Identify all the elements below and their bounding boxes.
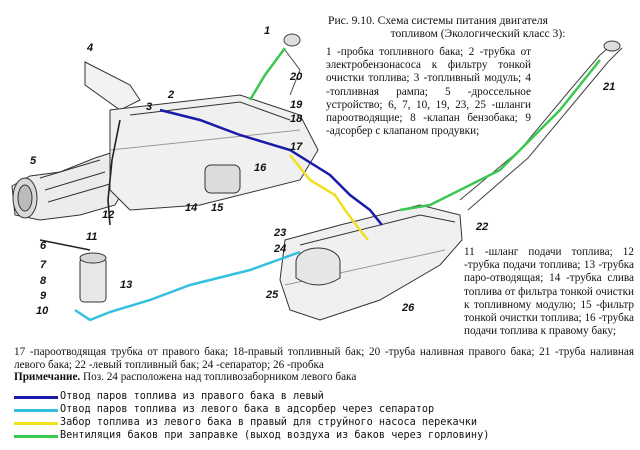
part-label-11: 11 [86,231,97,243]
part-label-2: 2 [167,89,174,101]
separator-drawing [295,247,341,286]
legend-label-yellow: Забор топлива из левого бака в правый дл… [60,417,478,428]
part-label-1: 1 [264,25,270,37]
legend-swatch-yellow [14,422,58,425]
part-label-18: 18 [290,113,303,125]
part-label-22: 22 [475,221,488,233]
part-label-14: 14 [185,202,197,214]
legend-item-cyan: Отвод паров топлива из левого бака в адс… [14,403,634,416]
part-label-9: 9 [40,290,47,302]
part-label-8: 8 [40,275,47,287]
note-label: Примечание. [14,371,81,383]
legend: Отвод паров топлива из правого бака в ле… [14,390,634,442]
green-vent-lines [248,47,601,212]
filler-pipe-drawing [283,33,623,211]
legend-swatch-blue [14,396,58,399]
part-label-7: 7 [40,259,47,271]
part-label-21: 21 [602,81,615,93]
part-label-16: 16 [254,162,267,174]
note-text: Поз. 24 расположена над топливозаборнико… [80,371,357,383]
part-label-12: 12 [102,209,114,221]
note: Примечание. Поз. 24 расположена над топл… [14,371,634,384]
throttle-intake-drawing [11,61,141,221]
caption-part-list-2: 11 -шланг подачи топлива; 12 -трубка под… [464,246,635,338]
part-label-19: 19 [290,99,303,111]
yellow-transfer-line [289,154,369,241]
part-label-5: 5 [30,155,37,167]
legend-label-green: Вентиляция баков при заправке (выход воз… [60,430,490,441]
legend-item-blue: Отвод паров топлива из правого бака в ле… [14,390,634,403]
blue-vapor-line [159,108,383,226]
part-label-3: 3 [146,101,152,113]
fuel-lines [39,119,121,251]
part-label-25: 25 [265,289,279,301]
part-label-6: 6 [40,240,47,252]
right-tank-drawing [109,94,319,211]
adsorber-drawing [79,252,107,303]
figure-title-line-1: Рис. 9.10. Схема системы питания двигате… [328,14,549,27]
legend-item-green: Вентиляция баков при заправке (выход воз… [14,429,634,442]
part-label-24: 24 [273,243,286,255]
part-label-20: 20 [289,71,303,83]
legend-label-blue: Отвод паров топлива из правого бака в ле… [60,391,324,402]
part-label-13: 13 [120,279,132,291]
legend-swatch-green [14,435,58,438]
caption-part-list-1: 1 -пробка топливного бака; 2 -трубка от … [326,46,531,138]
legend-swatch-cyan [14,409,58,412]
part-label-17: 17 [290,141,303,153]
part-number-labels: 1 2 3 4 5 6 7 8 9 10 11 12 13 14 15 16 1… [30,25,615,317]
figure-title-line-2: топливом (Экологический класс 3): [390,27,566,40]
legend-item-yellow: Забор топлива из левого бака в правый дл… [14,416,634,429]
part-label-26: 26 [401,302,415,314]
cyan-separator-line [74,250,301,322]
part-label-4: 4 [86,42,93,54]
figure-title: Рис. 9.10. Схема системы питания двигате… [328,14,628,40]
caption-part-list-3: 17 -пароотводящая трубка от правого бака… [14,346,634,372]
part-label-15: 15 [211,202,224,214]
part-label-10: 10 [36,305,49,317]
legend-label-cyan: Отвод паров топлива из левого бака в адс… [60,404,435,415]
part-label-23: 23 [273,227,286,239]
